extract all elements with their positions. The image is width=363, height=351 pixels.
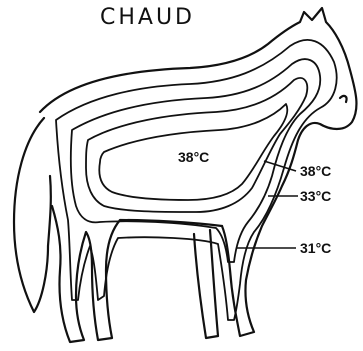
label-layer3: 31°C — [300, 240, 331, 256]
isotherm-layers — [56, 40, 337, 320]
isotherm-31 — [56, 40, 337, 320]
label-layer1: 38°C — [300, 163, 331, 179]
label-layer2: 33°C — [300, 188, 331, 204]
label-core: 38°C — [178, 149, 209, 165]
leader-lines — [236, 161, 298, 248]
diagram-title: CHAUD — [100, 5, 195, 30]
